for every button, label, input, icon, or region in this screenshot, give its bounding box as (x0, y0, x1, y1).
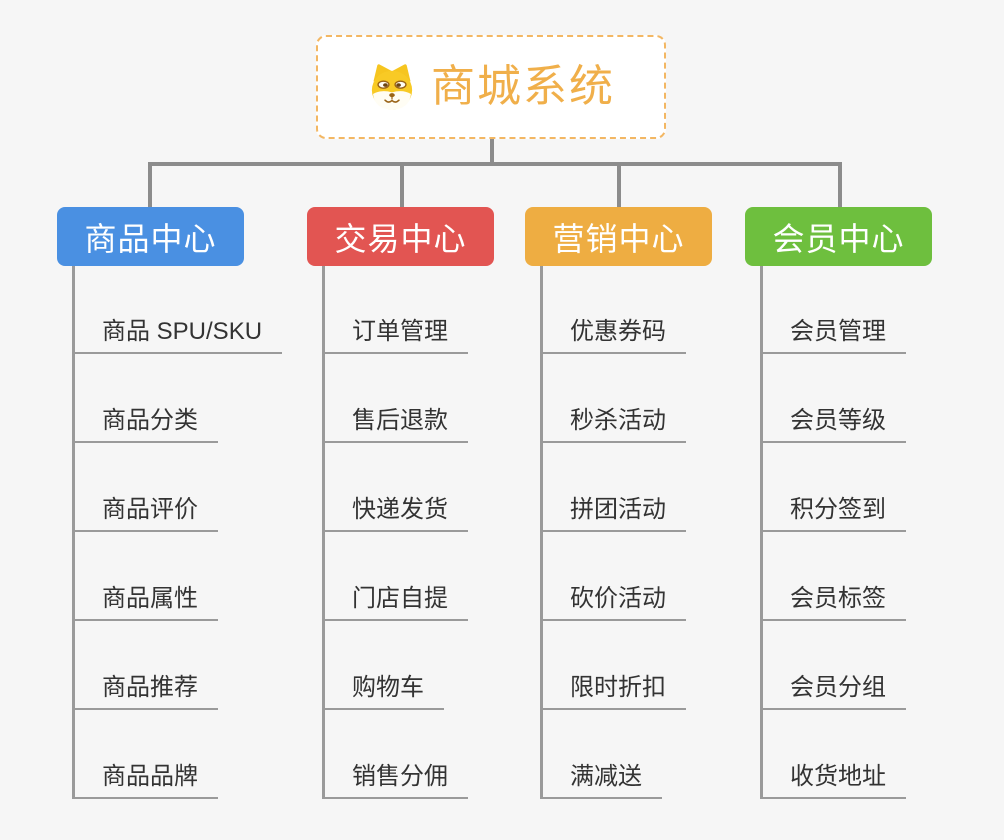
branch-child-item[interactable]: 购物车 (322, 672, 444, 710)
branch-header-product-center[interactable]: 商品中心 (57, 207, 244, 266)
branch-child-item[interactable]: 快递发货 (322, 494, 468, 532)
branch-child-item[interactable]: 商品品牌 (72, 761, 218, 799)
branch-child-item[interactable]: 门店自提 (322, 583, 468, 621)
root-node[interactable]: 商城系统 (316, 35, 666, 139)
branch-child-item[interactable]: 会员分组 (760, 672, 906, 710)
branch-child-item[interactable]: 商品属性 (72, 583, 218, 621)
shiba-dog-icon (371, 64, 413, 110)
branch-child-item[interactable]: 销售分佣 (322, 761, 468, 799)
branch-child-item[interactable]: 商品评价 (72, 494, 218, 532)
connector-drop-marketing-center (617, 162, 621, 208)
branch-trunk-line (540, 266, 543, 799)
branch-child-item[interactable]: 会员等级 (760, 405, 906, 443)
branch-child-item[interactable]: 拼团活动 (540, 494, 686, 532)
branch-child-item[interactable]: 会员标签 (760, 583, 906, 621)
connector-root-stub (490, 139, 494, 166)
branch-child-item[interactable]: 会员管理 (760, 316, 906, 354)
branch-child-item[interactable]: 砍价活动 (540, 583, 686, 621)
branch-child-item[interactable]: 限时折扣 (540, 672, 686, 710)
branch-trunk-line (72, 266, 75, 799)
root-node-label: 商城系统 (431, 62, 615, 111)
branch-child-item[interactable]: 收货地址 (760, 761, 906, 799)
connector-drop-product-center (148, 162, 152, 208)
branch-child-item[interactable]: 秒杀活动 (540, 405, 686, 443)
branch-trunk-line (760, 266, 763, 799)
branch-child-item[interactable]: 优惠券码 (540, 316, 686, 354)
branch-child-item[interactable]: 商品分类 (72, 405, 218, 443)
connector-crossbar (148, 162, 842, 166)
branch-child-item[interactable]: 售后退款 (322, 405, 468, 443)
branch-child-item[interactable]: 积分签到 (760, 494, 906, 532)
branch-child-item[interactable]: 商品推荐 (72, 672, 218, 710)
branch-child-item[interactable]: 满减送 (540, 761, 662, 799)
branch-header-trade-center[interactable]: 交易中心 (307, 207, 494, 266)
branch-child-item[interactable]: 商品 SPU/SKU (72, 316, 283, 354)
branch-header-marketing-center[interactable]: 营销中心 (525, 207, 712, 266)
branch-header-member-center[interactable]: 会员中心 (745, 207, 932, 266)
connector-drop-member-center (838, 162, 842, 208)
connector-drop-trade-center (400, 162, 404, 208)
branch-trunk-line (322, 266, 325, 799)
branch-child-item[interactable]: 订单管理 (322, 316, 468, 354)
